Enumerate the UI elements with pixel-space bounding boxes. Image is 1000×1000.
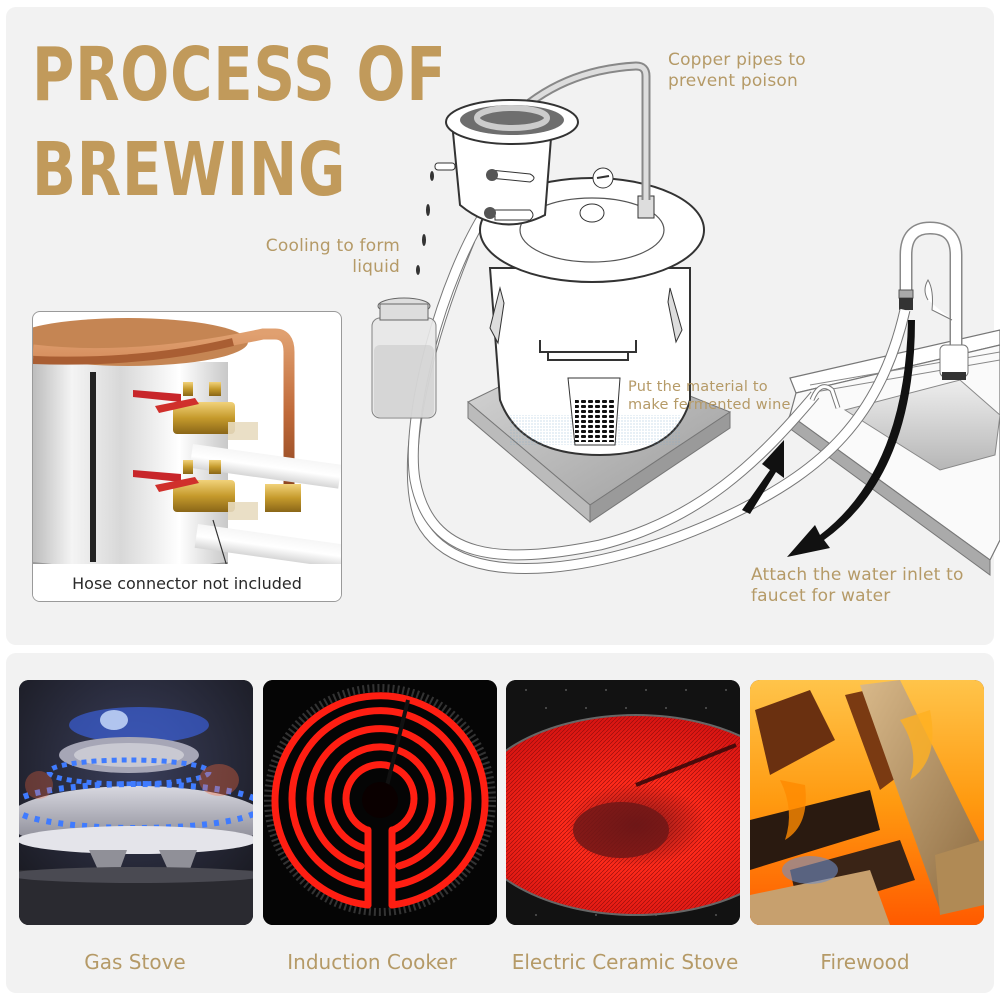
annotation-line: prevent poison (668, 71, 798, 91)
drip-icon (416, 171, 434, 275)
annotation-material: Put the material to make fermented wine (628, 378, 791, 414)
heat-source-label: Electric Ceramic Stove (511, 950, 739, 974)
flow-arrow-up-icon (742, 440, 784, 514)
annotation-line: Put the material to (628, 379, 768, 395)
copper-pipe-icon (506, 61, 651, 200)
ceramic-hob-image (506, 680, 740, 925)
page-title-line-2: BREWING (32, 127, 347, 213)
coil-heater-image (263, 680, 497, 925)
valve-closeup-inset: Hose connector not included (32, 311, 342, 602)
heat-source-card-firewood (750, 680, 984, 925)
gas-flame-image (19, 680, 253, 925)
sink-icon (784, 329, 1000, 576)
distiller-diagram (371, 61, 1000, 576)
heat-source-label: Induction Cooker (287, 950, 457, 974)
annotation-cooling: Cooling to form liquid (238, 236, 400, 278)
annotation-water-inlet: Attach the water inlet to faucet for wat… (751, 565, 964, 607)
annotation-line: faucet for water (751, 586, 891, 606)
annotation-line: liquid (352, 257, 400, 277)
campfire-image (750, 680, 984, 925)
page-title-line-1: PROCESS OF (32, 32, 447, 118)
annotation-line: Attach the water inlet to (751, 565, 964, 585)
valve-closeup-image (33, 318, 341, 601)
heat-source-card-gas-stove (19, 680, 253, 925)
annotation-copper-pipes: Copper pipes to prevent poison (668, 50, 806, 92)
flow-arrow-down-icon (787, 320, 915, 557)
collection-jar-icon (371, 297, 437, 419)
inset-caption: Hose connector not included (72, 574, 302, 593)
faucet-icon (898, 221, 969, 380)
annotation-line: Cooling to form (265, 236, 400, 256)
annotation-line: make fermented wine (628, 397, 791, 413)
heat-source-card-induction-cooker (263, 680, 497, 925)
annotation-line: Copper pipes to (668, 50, 806, 70)
heat-source-label: Gas Stove (84, 950, 186, 974)
heat-source-card-electric-ceramic-stove (506, 680, 740, 925)
heat-source-label: Firewood (820, 950, 910, 974)
condenser-pot-icon (434, 99, 579, 226)
